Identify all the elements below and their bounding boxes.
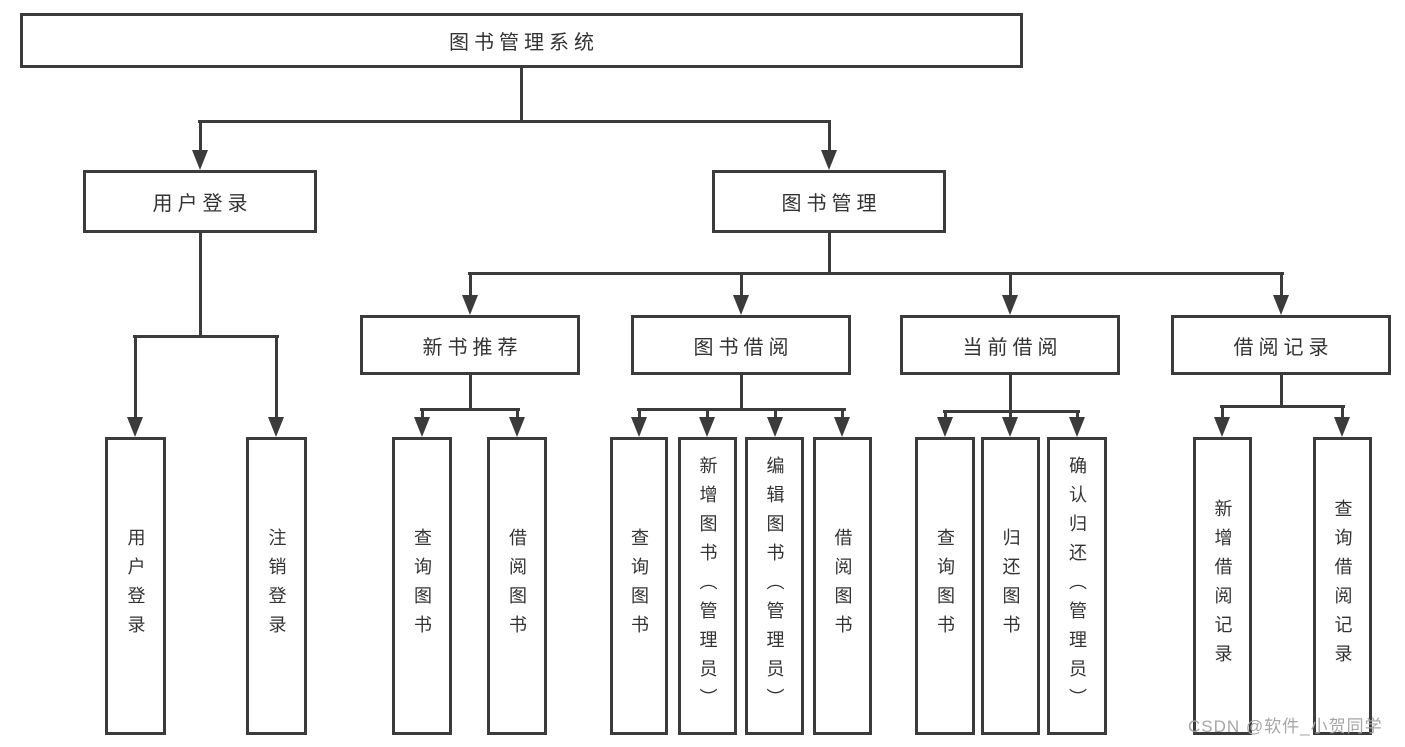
leaf-query-books: 查询图书 (392, 437, 452, 735)
connector-line (198, 120, 831, 123)
arrow-down-icon (631, 417, 647, 437)
watermark: CSDN @软件_小贺同学 (1188, 717, 1383, 736)
leaf-add-books-admin: 新增图书（管理员） (678, 437, 737, 735)
arrow-down-icon (1334, 417, 1350, 437)
arrow-down-icon (1273, 295, 1289, 315)
connector-line (468, 272, 1284, 275)
connector-line (706, 408, 709, 420)
leaf-borrow-books: 借阅图书 (487, 437, 547, 735)
arrow-down-icon (1002, 295, 1018, 315)
leaf-query-borrow-record: 查询借阅记录 (1313, 437, 1372, 735)
leaf-borrow-books: 借阅图书 (813, 437, 872, 735)
leaf-add-borrow-record: 新增借阅记录 (1193, 437, 1252, 735)
arrow-down-icon (1002, 417, 1018, 437)
connector-line (637, 408, 846, 411)
node-user-login: 用户登录 (83, 170, 317, 233)
arrow-down-icon (937, 417, 953, 437)
arrow-down-icon (509, 417, 525, 437)
arrow-down-icon (1214, 417, 1230, 437)
connector-line (1076, 410, 1079, 420)
connector-line (1009, 375, 1012, 410)
node-book-borrow: 图书借阅 (631, 315, 851, 375)
arrow-down-icon (127, 417, 143, 437)
connector-line (275, 335, 278, 419)
arrow-down-icon (834, 417, 850, 437)
connector-line (774, 408, 777, 420)
leaf-return-books: 归还图书 (981, 437, 1040, 735)
arrow-down-icon (821, 150, 837, 170)
connector-line (740, 272, 743, 297)
arrow-down-icon (1069, 417, 1085, 437)
leaf-query-books: 查询图书 (915, 437, 975, 735)
node-current-borrow: 当前借阅 (900, 315, 1120, 375)
node-library-system: 图书管理系统 (20, 13, 1023, 68)
connector-line (199, 233, 202, 335)
node-book-management: 图书管理 (712, 170, 946, 233)
connector-line (1221, 405, 1224, 419)
connector-line (828, 120, 831, 152)
connector-line (516, 408, 519, 420)
arrow-down-icon (767, 417, 783, 437)
connector-line (1280, 272, 1283, 297)
arrow-down-icon (699, 417, 715, 437)
connector-line (841, 408, 844, 420)
connector-line (944, 410, 947, 420)
connector-line (1341, 405, 1344, 419)
arrow-down-icon (462, 295, 478, 315)
connector-line (421, 408, 424, 420)
leaf-user-login: 用户登录 (105, 437, 166, 735)
connector-line (133, 335, 279, 338)
connector-line (420, 408, 520, 411)
leaf-edit-books-admin: 编辑图书（管理员） (745, 437, 804, 735)
connector-line (638, 408, 641, 420)
connector-line (469, 272, 472, 297)
leaf-query-books: 查询图书 (610, 437, 668, 735)
connector-line (199, 120, 202, 152)
connector-line (1009, 410, 1012, 420)
arrow-down-icon (192, 150, 208, 170)
arrow-down-icon (414, 417, 430, 437)
arrow-down-icon (268, 417, 284, 437)
connector-line (740, 375, 743, 408)
connector-line (828, 233, 831, 272)
node-borrow-records: 借阅记录 (1171, 315, 1391, 375)
connector-line (520, 68, 523, 120)
leaf-logout: 注销登录 (246, 437, 307, 735)
arrow-down-icon (733, 295, 749, 315)
connector-line (134, 335, 137, 419)
connector-line (1009, 272, 1012, 297)
connector-line (1280, 375, 1283, 405)
connector-line (1220, 405, 1345, 408)
connector-line (469, 375, 472, 408)
leaf-confirm-return-admin: 确认归还（管理员） (1047, 437, 1107, 735)
node-new-book-recommend: 新书推荐 (360, 315, 580, 375)
